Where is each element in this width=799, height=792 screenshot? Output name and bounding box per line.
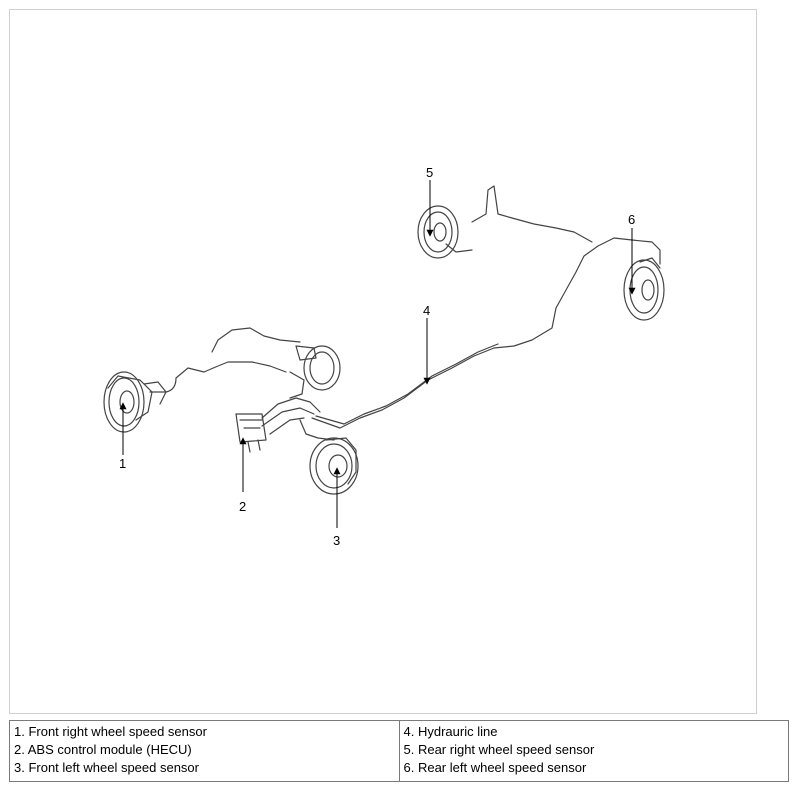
legend-item: 3. Front left wheel speed sensor [14,760,199,775]
callout-2: 2 [239,499,246,514]
legend-column-right: 4. Hydrauric line 5. Rear right wheel sp… [398,720,789,782]
legend-item: 6. Rear left wheel speed sensor [403,760,587,775]
legend-column-left: 1. Front right wheel speed sensor 2. ABS… [9,720,400,782]
legend-item: 1. Front right wheel speed sensor [14,724,207,739]
callout-5: 5 [426,165,433,180]
rear-right-brake-line [471,185,593,243]
front-right-disc [103,371,167,433]
front-right-brake-line [149,361,287,393]
brake-booster [289,345,341,399]
figure-frame [9,9,757,714]
legend-item: 2. ABS control module (HECU) [14,742,192,757]
callout-1: 1 [119,456,126,471]
callout-4: 4 [423,303,430,318]
rear-left-brake-line [651,241,661,265]
rear-right-disc [417,205,473,259]
abs-control-module [235,397,321,453]
callout-6: 6 [628,212,635,227]
legend-item: 5. Rear right wheel speed sensor [403,742,595,757]
front-left-disc [299,419,359,495]
hydraulic-line [311,237,653,429]
legend-item: 4. Hydrauric line [403,724,498,739]
rear-left-disc [623,257,665,321]
legend-table: 1. Front right wheel speed sensor 2. ABS… [9,720,789,782]
callout-3: 3 [333,533,340,548]
